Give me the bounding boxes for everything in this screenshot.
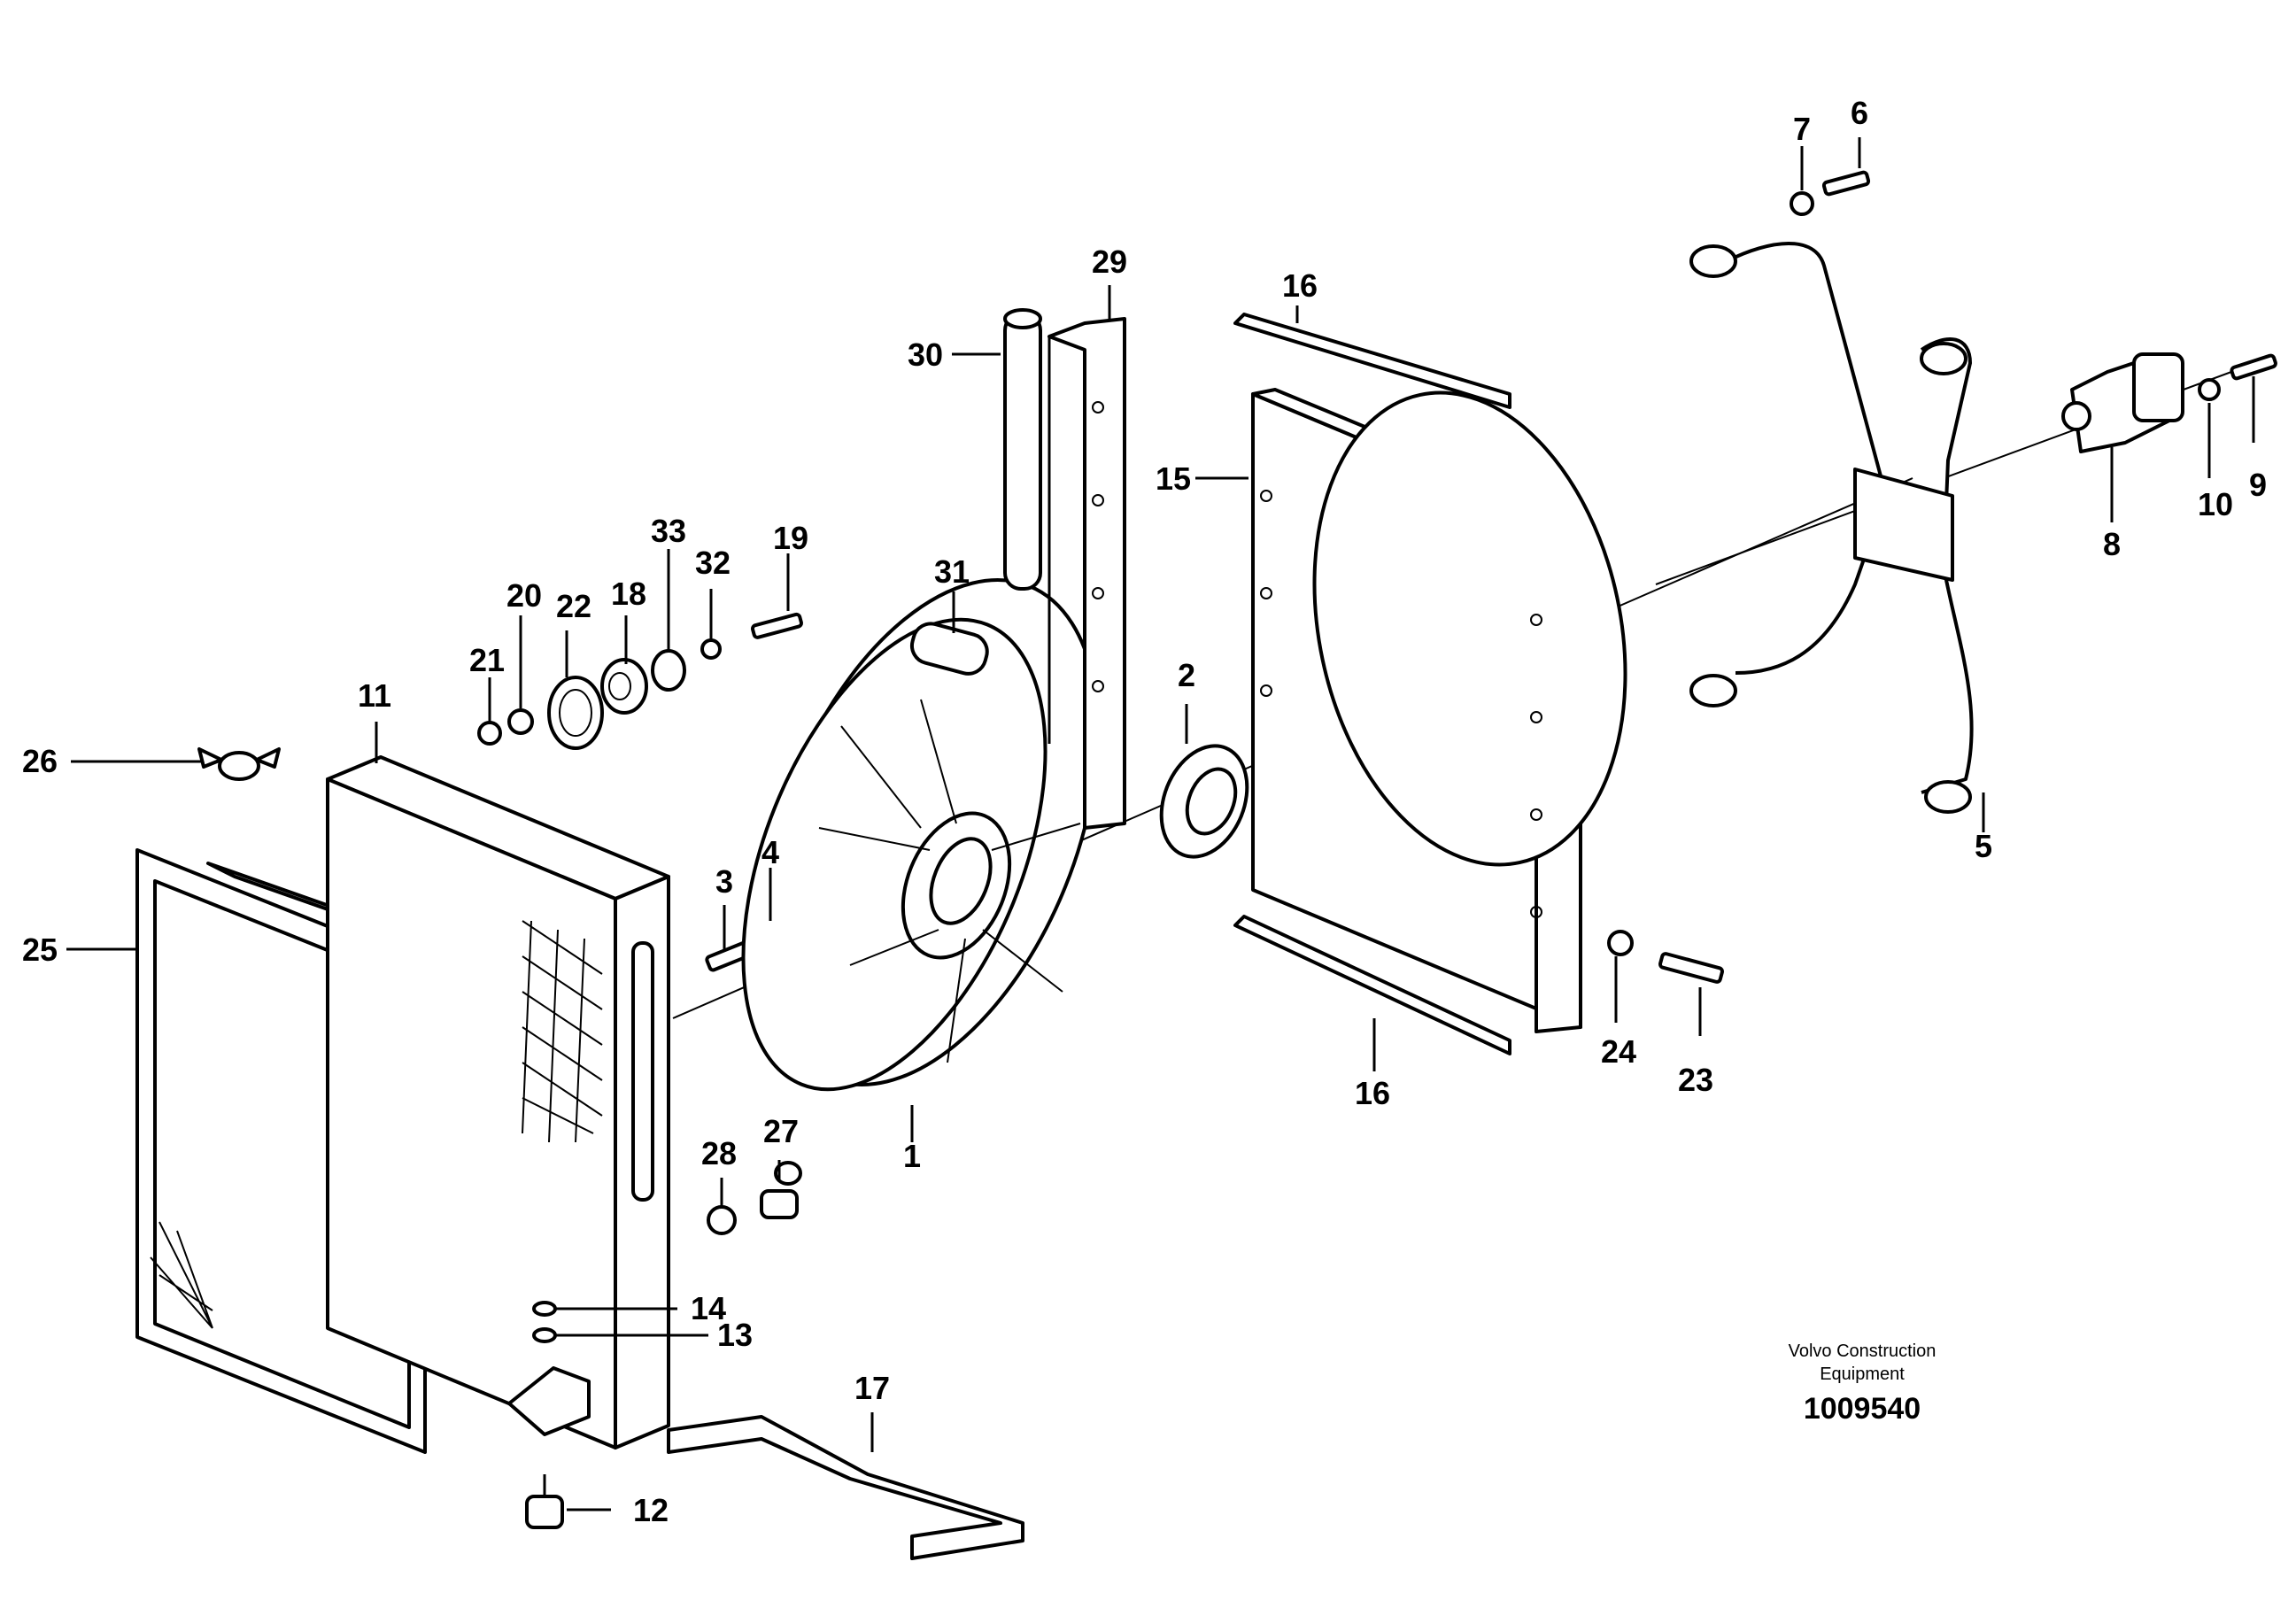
seal-strip-lower-part [1233,915,1511,1055]
wing-nut-part [197,747,281,781]
callout-16-lower: 16 [1355,1075,1390,1111]
callout-9: 9 [2249,467,2267,503]
drawing-number: 1009540 [1804,1392,1921,1426]
callout-27: 27 [763,1113,799,1149]
callout-25: 25 [22,932,58,968]
pump-bracket-part [1689,242,1974,814]
callout-32: 32 [695,545,731,581]
bolt-part-23 [1658,952,1724,984]
callout-8: 8 [2103,526,2121,562]
angle-strip-part [1048,317,1126,830]
spring-part-22 [547,676,604,750]
washer-part-13 [532,1327,557,1343]
callout-30: 30 [908,336,943,373]
callout-11: 11 [358,677,391,714]
caption-company: Volvo Construction [1789,1341,1937,1361]
callout-28: 28 [701,1135,737,1171]
fan-shroud-part [1251,388,1627,1033]
callout-13: 13 [717,1317,753,1353]
nut-part-21 [477,721,502,746]
callout-31: 31 [934,553,970,590]
callout-22: 22 [556,588,591,624]
washer-part-24 [1607,930,1634,956]
drain-plug-part [760,1161,802,1219]
washer-part-20 [507,708,534,735]
oil-cooler-part [326,755,670,1450]
bottom-bracket-part [667,1415,1024,1560]
washer-part-33 [651,649,686,692]
callout-12: 12 [633,1492,669,1528]
callout-14: 14 [691,1290,726,1326]
seal-ring-part [1159,744,1249,859]
bearing-part-18 [600,658,648,715]
callout-21: 21 [469,642,505,678]
washer-part-32 [700,638,722,660]
callout-18: 18 [611,576,646,612]
screw-part-6 [1821,170,1871,197]
callout-10: 10 [2198,486,2233,522]
callout-23: 23 [1678,1062,1713,1098]
callout-15: 15 [1156,460,1191,497]
callout-7: 7 [1793,111,1811,147]
callout-33: 33 [651,513,686,549]
callout-29: 29 [1092,244,1127,280]
leader-lines [66,137,2255,1511]
washer-part-7 [1790,191,1814,216]
callout-16-upper: 16 [1282,267,1318,304]
rubber-mount-part [507,1366,591,1529]
caption-block: Volvo Construction Equipment 1009540 [1789,1341,1937,1426]
washer-part-10 [2198,378,2221,401]
callout-6: 6 [1851,95,1868,131]
callout-19: 19 [773,520,808,556]
hydraulic-motor-part [2061,352,2184,453]
callout-24: 24 [1601,1033,1636,1070]
screw-part-9 [2230,353,2277,381]
washer-part-14 [532,1301,557,1317]
callout-20: 20 [506,577,542,614]
callout-1: 1 [903,1138,921,1174]
seal-strip-upper-part [1233,313,1511,409]
bolt-part-19 [751,612,803,639]
fan-part [741,578,1100,1092]
tube-part-30 [1003,308,1042,591]
callout-26: 26 [22,743,58,779]
callout-labels: 1 2 3 4 5 6 7 8 9 10 11 12 13 14 15 16 1… [22,95,2267,1528]
callout-3: 3 [715,863,733,900]
callout-5: 5 [1975,828,1992,864]
callout-4: 4 [761,834,779,870]
callout-2: 2 [1178,657,1195,693]
caption-equipment: Equipment [1820,1364,1905,1384]
callout-17: 17 [854,1370,890,1406]
washer-part-28 [707,1205,737,1235]
